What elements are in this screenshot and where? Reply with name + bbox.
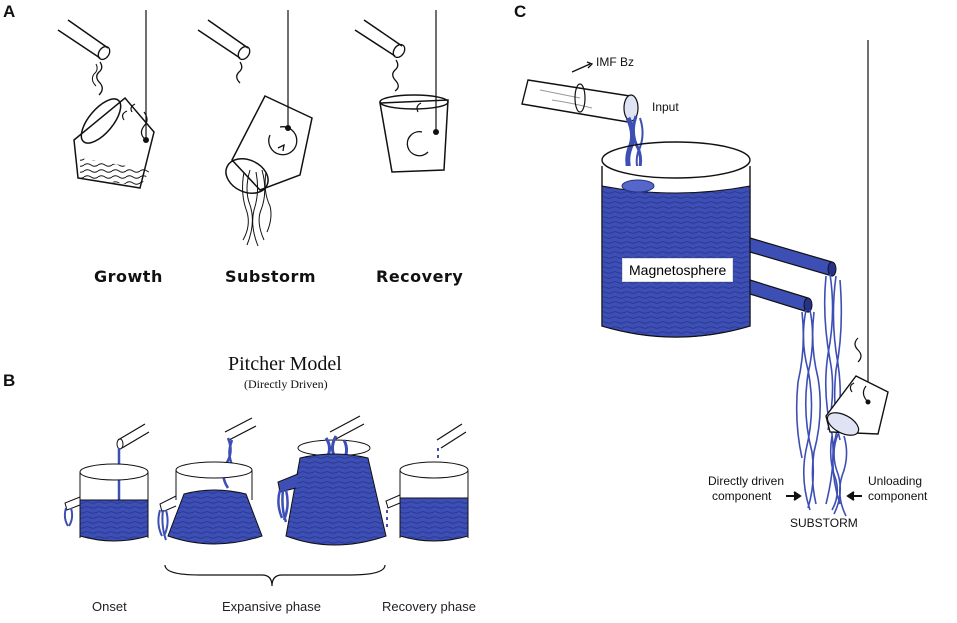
- stage-label-substorm: Substorm: [225, 267, 317, 286]
- imf-bz-label: IMF Bz: [596, 55, 634, 69]
- magnetosphere-tank: [601, 141, 837, 338]
- input-label: Input: [652, 100, 679, 114]
- directly-driven-label-line1: Directly driven: [708, 474, 785, 488]
- pitcher-model-title: Pitcher Model: [228, 353, 342, 375]
- recovery-pitcher-illustration: [385, 423, 469, 542]
- input-pipe: [521, 61, 639, 123]
- recovery-bucket-illustration: [354, 10, 449, 173]
- onset-pitcher-illustration: [63, 423, 150, 542]
- stage-label-expansive-phase: Expansive phase: [222, 599, 322, 614]
- stage-label-growth: Growth: [94, 267, 163, 286]
- expansive-pitcher-1-illustration: [157, 417, 263, 545]
- substorm-label: SUBSTORM: [790, 516, 858, 530]
- panel-letter-a: A: [3, 2, 16, 21]
- expansive-phase-bracket: [164, 564, 386, 587]
- unloading-arrow: [846, 491, 862, 501]
- unloading-flow: [829, 433, 848, 517]
- panel-c: [521, 40, 889, 517]
- magnetosphere-label: Magnetosphere: [622, 258, 734, 282]
- pitcher-model-subtitle: (Directly Driven): [244, 377, 328, 391]
- panel-letter-c: C: [514, 2, 527, 21]
- stage-label-recovery: Recovery: [376, 267, 464, 286]
- stage-label-onset: Onset: [92, 599, 127, 614]
- substorm-bucket-illustration: [197, 10, 313, 247]
- directly-driven-label-line2: component: [712, 489, 772, 503]
- stage-label-recovery-phase: Recovery phase: [382, 599, 476, 614]
- panel-letter-b: B: [3, 371, 16, 390]
- expansive-pitcher-2-illustration: [277, 415, 387, 546]
- unloading-label-line2: component: [868, 489, 928, 503]
- directly-driven-flow: [795, 309, 822, 511]
- unloading-label-line1: Unloading: [868, 474, 923, 488]
- growth-bucket-illustration: [57, 10, 155, 189]
- panel-b: [63, 415, 469, 587]
- directly-driven-arrow: [786, 491, 802, 501]
- unloading-bucket: [825, 40, 889, 436]
- panel-a: [57, 10, 449, 247]
